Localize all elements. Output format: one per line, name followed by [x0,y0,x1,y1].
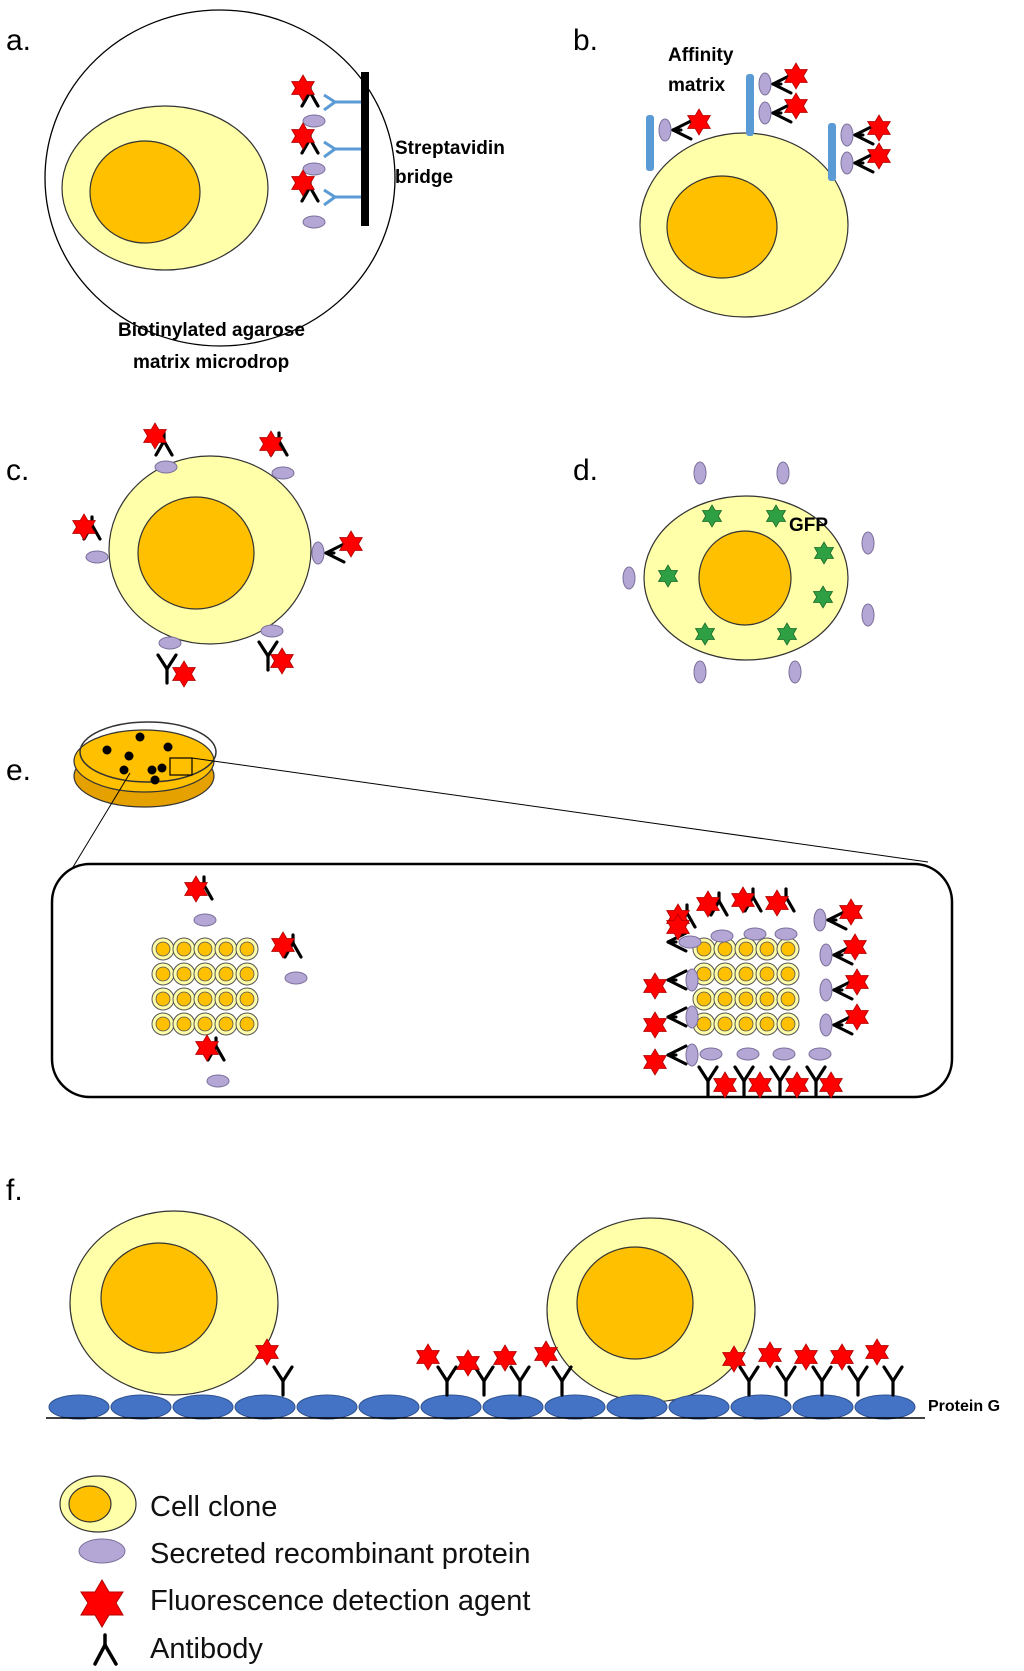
cell-f-right [546,1217,756,1403]
affinity-matrix-3 [828,123,836,181]
panel-letter-d: d. [573,454,598,487]
zoom-box [50,862,954,1099]
streptavidin-label: Streptavidin [395,138,505,159]
legend-label-cell-clone: Cell clone [150,1491,277,1523]
panel-c: c. [6,422,363,688]
bridge-label: bridge [395,167,453,188]
cell-c [108,455,312,645]
zoom-region [169,757,193,776]
legend-label-antibody: Antibody [150,1633,263,1665]
panel-letter-e: e. [6,754,31,787]
affinity-label-line1: Affinity [668,45,734,66]
zoom-line-right [191,757,929,863]
legend-label-secreted-protein: Secreted recombinant protein [150,1538,530,1570]
fluorescence-star-icon [80,1579,124,1628]
panel-d: d. GFP [573,454,875,684]
panel-letter-a: a. [6,24,31,57]
antibody-icon [93,1633,118,1666]
capture-complexes-a [291,74,361,229]
affinity-matrix-2 [746,74,754,136]
microdrop-label-line1: Biotinylated agarose [118,320,305,341]
cell-a [61,105,269,271]
panel-f: f. Protein G [6,1174,1000,1420]
gfp-label: GFP [789,515,828,536]
cell-d [643,495,849,661]
petri-dish [73,721,217,808]
secreted-protein-icon [78,1538,126,1564]
panel-letter-f: f. [6,1174,23,1207]
panel-e: e. [6,721,954,1099]
panel-letter-b: b. [573,24,598,57]
cell-b [639,132,849,318]
legend-label-fluorescence: Fluorescence detection agent [150,1585,530,1617]
cell-f-left [69,1210,279,1396]
microdrop-label-line2: matrix microdrop [133,352,289,373]
cell-clone-icon [59,1475,137,1533]
panel-letter-c: c. [6,454,29,487]
panel-b: b. Affinity matrix [573,24,891,318]
streptavidin-bridge [361,72,369,226]
affinity-matrix-1 [646,115,654,171]
affinity-label-line2: matrix [668,75,725,96]
protein-g-layer [48,1394,916,1420]
legend: Cell clone Secreted recombinant protein … [59,1475,530,1666]
protein-g-label: Protein G [928,1398,1000,1415]
panel-a: a. [6,9,505,373]
zoom-line-left [69,772,131,873]
